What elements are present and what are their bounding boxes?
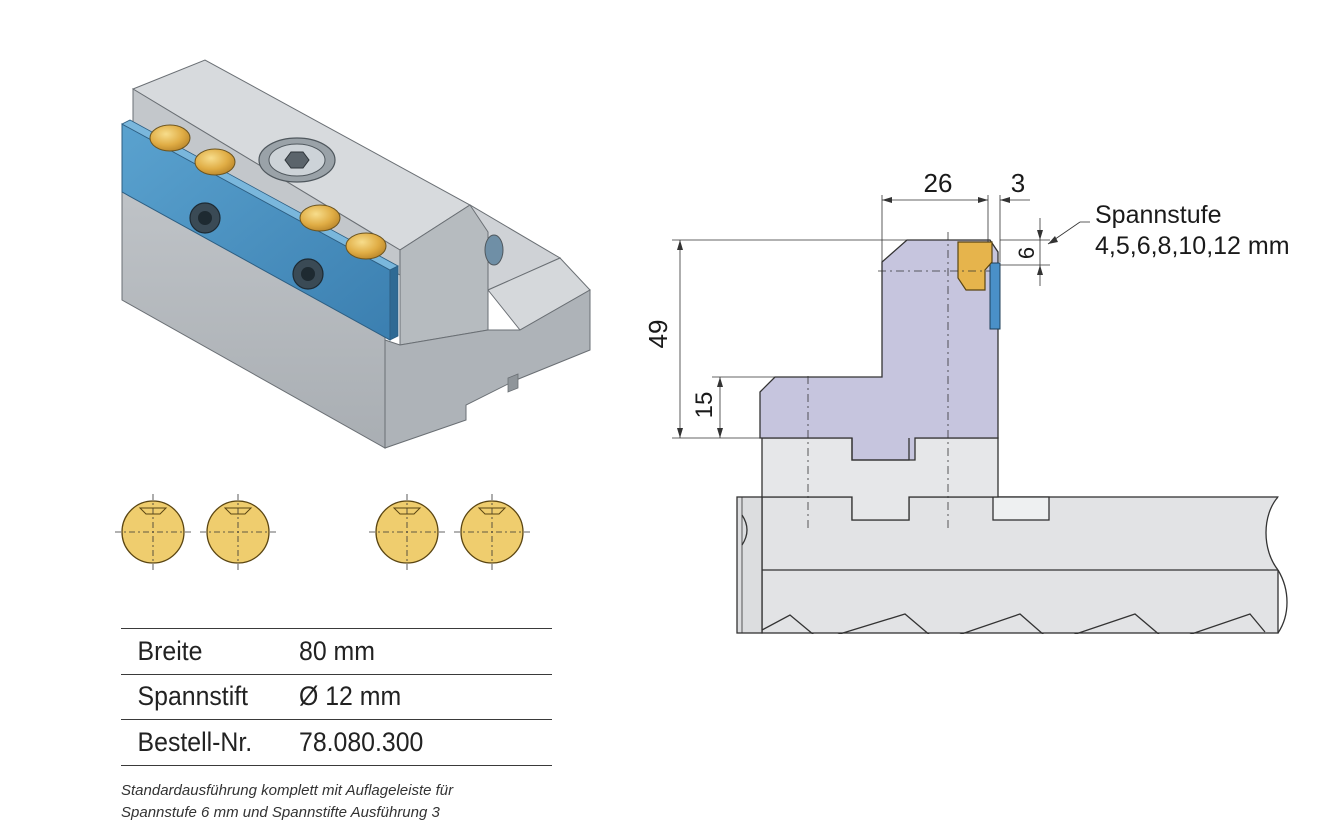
spec-label: Bestell-Nr.	[121, 719, 285, 766]
dim-label-15: 15	[691, 392, 718, 419]
spec-label: Spannstift	[121, 674, 285, 720]
key-block	[992, 496, 1050, 521]
pin-3d-2	[194, 148, 236, 176]
dim-label-6: 6	[1014, 247, 1039, 259]
jaw-right-lower	[384, 289, 591, 449]
jaw-right-upper	[399, 204, 489, 346]
spec-row-breite: Breite 80 mm	[121, 628, 552, 675]
footnote-line-1: Standardausführung komplett mit Auflagel…	[121, 782, 454, 799]
jaw-front-upper	[132, 88, 401, 276]
footnote-line-2: Spannstufe 6 mm und Spannstifte Ausführu…	[121, 804, 440, 821]
spec-table: Breite 80 mm Spannstift Ø 12 mm Bestell-…	[121, 628, 552, 766]
screw-inner-1	[198, 211, 212, 225]
pin-section-3	[369, 494, 445, 570]
dim-label-26: 26	[924, 168, 953, 198]
annotation-spannstufe: Spannstufe	[1095, 201, 1222, 229]
serration	[761, 613, 1266, 643]
jaw-groove	[507, 373, 519, 393]
annotation-spannstufe-sizes: 4,5,6,8,10,12 mm	[1095, 232, 1290, 260]
spec-value: 78.080.300	[299, 719, 532, 766]
pin-3d-3	[299, 204, 341, 232]
spec-row-spannstift: Spannstift Ø 12 mm	[121, 674, 552, 720]
blue-strip-section	[989, 262, 1001, 330]
spec-value: Ø 12 mm	[299, 674, 532, 720]
screw-inner-2	[301, 267, 315, 281]
pin-section-1	[115, 494, 191, 570]
hex-socket-icon	[284, 151, 310, 169]
brass-insert-section	[957, 241, 993, 291]
spec-row-bestell-nr: Bestell-Nr. 78.080.300	[121, 719, 552, 766]
pin-section-4	[454, 494, 530, 570]
footnote: Standardausführung komplett mit Auflagel…	[121, 780, 453, 824]
chuck-end-cap	[736, 496, 763, 634]
section-drawing: 26 3 6 Spannstufe 4,5,6,8,10,12 mm 49 15	[643, 168, 1344, 654]
spec-label: Breite	[121, 628, 285, 675]
pin-3d-1	[149, 124, 191, 152]
base-jaw	[761, 437, 999, 521]
pin-section-2	[200, 494, 276, 570]
pin-3d-4	[345, 232, 387, 260]
spec-value: 80 mm	[299, 628, 532, 675]
jaw-3d-render	[121, 59, 591, 449]
blue-plate-side	[389, 265, 399, 341]
side-bore	[484, 234, 504, 266]
dim-label-3: 3	[1011, 168, 1025, 198]
dim-label-49: 49	[643, 320, 673, 349]
pin-sections	[115, 494, 530, 570]
